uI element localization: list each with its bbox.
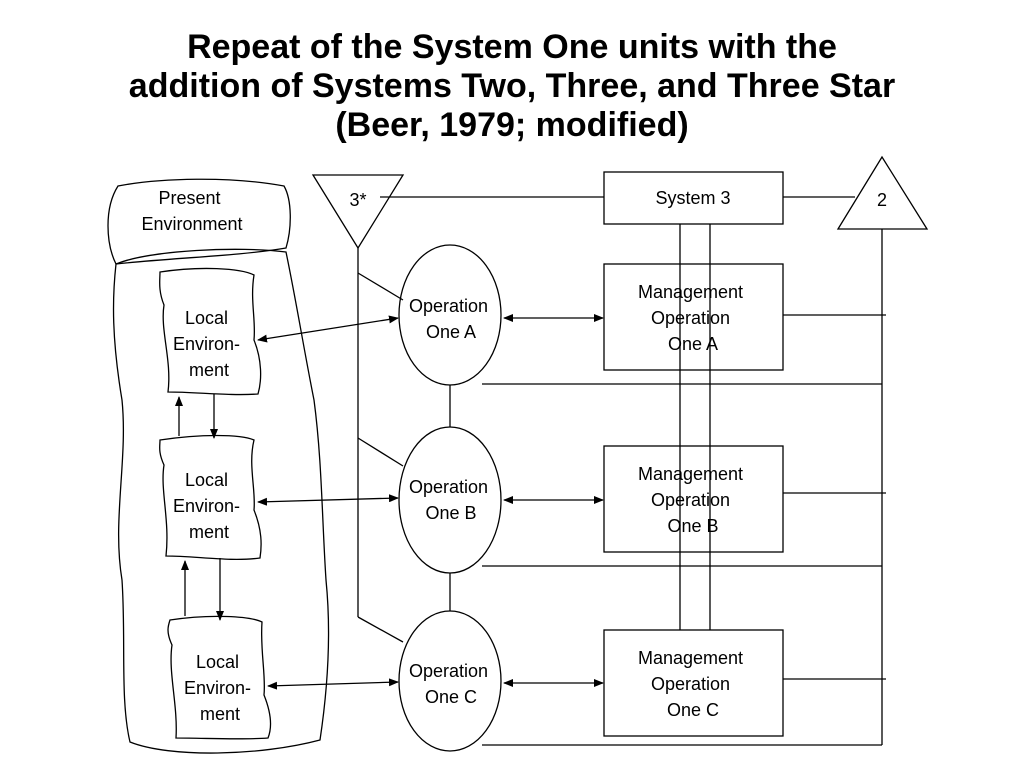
line-3star-to-operation-c: [357, 616, 404, 643]
line-3star-to-operation-a: [357, 272, 404, 301]
system-3-box: [603, 171, 784, 225]
local-environment-a-label: Local Environ- ment: [173, 308, 245, 380]
environment-boundary-shape: [112, 248, 330, 754]
present-environment-shape: [107, 178, 291, 265]
operation-one-c-ellipse: [398, 610, 502, 752]
local-environment-c-label: Local Environ- ment: [184, 652, 256, 724]
local-environment-a-shape: [159, 267, 262, 396]
management-a-box: [603, 263, 784, 371]
local-environment-c-shape: [167, 615, 272, 740]
operation-one-b-ellipse: [398, 426, 502, 574]
system-2-label: 2: [877, 190, 887, 210]
system-3-label: System 3: [655, 188, 730, 208]
title-line-3: (Beer, 1979; modified): [335, 106, 689, 144]
local-environment-b-shape: [159, 434, 262, 560]
operation-one-a-label: Operation One A: [409, 296, 493, 342]
arrow-local-c-operation-c: [267, 678, 399, 690]
line-3star-to-operation-b: [357, 437, 404, 467]
operation-one-c-label: Operation One C: [409, 661, 493, 707]
arrow-local-b-operation-b: [257, 494, 399, 506]
arrow-local-a-operation-a: [257, 315, 399, 343]
title-line-1: Repeat of the System One units with the: [187, 28, 837, 66]
management-operation-a-label: Management Operation One A: [638, 282, 748, 354]
present-environment-label: Present Environment: [141, 188, 242, 234]
management-operation-c-label: Management Operation One C: [638, 648, 748, 720]
management-operation-b-label: Management Operation One B: [638, 464, 748, 536]
diagram-title: Repeat of the System One units with the …: [0, 28, 1024, 145]
system-3-star-triangle: [311, 174, 405, 250]
operation-one-b-label: Operation One B: [409, 477, 493, 523]
title-line-2: addition of Systems Two, Three, and Thre…: [128, 67, 896, 105]
system-3-star-label: 3*: [349, 190, 366, 210]
local-environment-b-label: Local Environ- ment: [173, 470, 245, 542]
management-b-box: [603, 445, 784, 553]
management-c-box: [603, 629, 784, 737]
